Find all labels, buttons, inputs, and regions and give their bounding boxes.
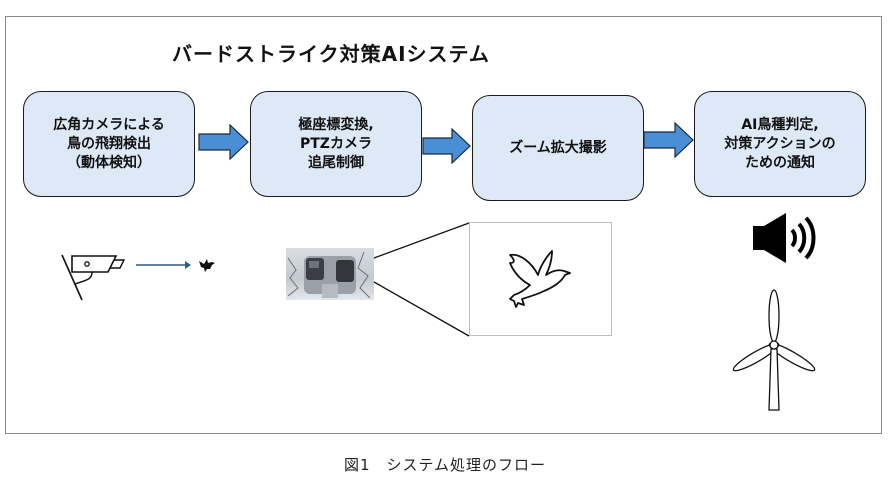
detection-arrow <box>136 261 191 269</box>
step-box-detection: 広角カメラによる 鳥の飛翔検出 （動体検知） <box>23 91 195 197</box>
security-camera-icon <box>61 254 126 301</box>
diagram-frame <box>5 16 882 434</box>
step-box-ptz-tracking: 極座標変換, PTZカメラ 追尾制御 <box>250 91 422 197</box>
dove-icon <box>509 250 571 308</box>
zoomed-image-frame <box>469 222 612 336</box>
step-box-ai-classification: AI鳥種判定, 対策アクションの ための通知 <box>694 91 866 197</box>
flow-arrow-2 <box>422 127 471 165</box>
step-box-zoom-capture: ズーム拡大撮影 <box>472 95 644 201</box>
diagram-title: バードストライク対策AIシステム <box>172 42 490 66</box>
wind-turbine-icon <box>732 289 816 411</box>
zoom-connector-lines <box>373 222 470 337</box>
bird-icon <box>199 259 215 272</box>
flow-arrow-1 <box>198 123 249 161</box>
figure-caption: 図1 システム処理のフロー <box>343 456 547 474</box>
flow-arrow-3 <box>643 121 694 159</box>
speaker-icon <box>753 213 816 263</box>
ptz-camera-photo <box>286 248 374 300</box>
